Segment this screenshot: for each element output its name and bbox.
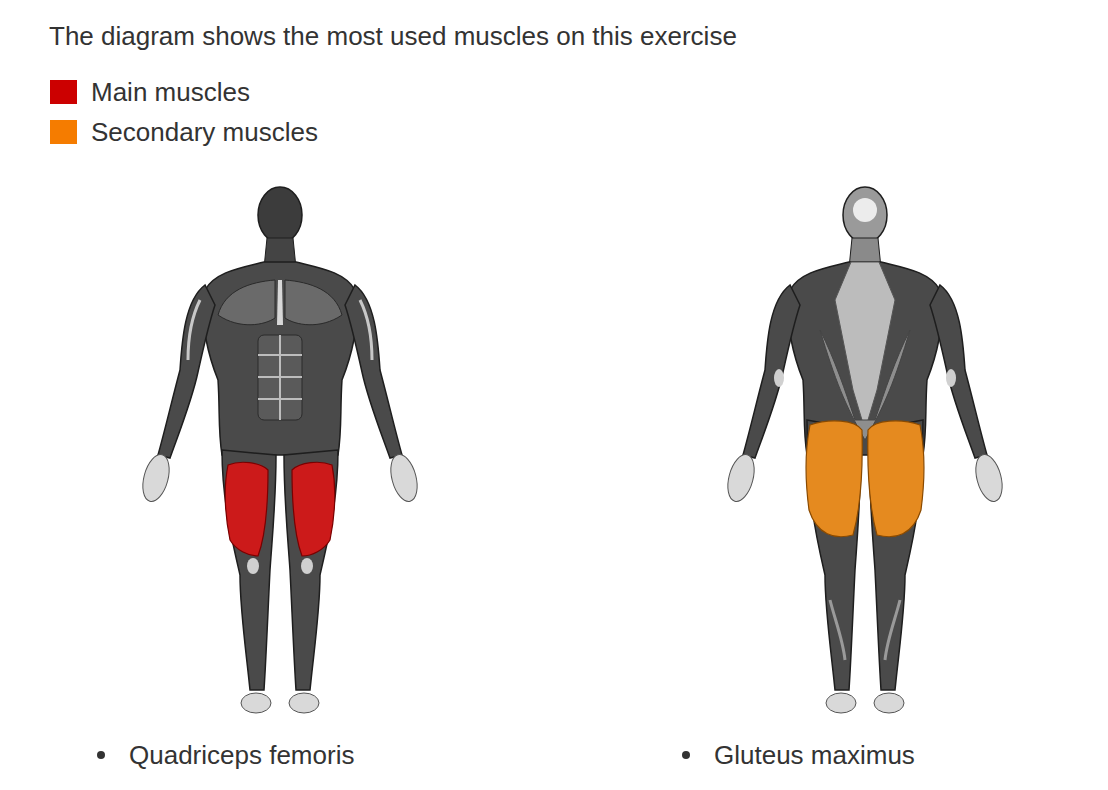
right-leg [284,450,338,713]
foot [289,693,319,713]
right-leg [868,420,924,713]
hand [386,452,422,505]
leg [222,450,276,690]
muscle-name: Gluteus maximus [714,738,915,772]
head-highlight [853,198,877,222]
muscle-name: Quadriceps femoris [129,738,354,772]
legend-swatch [50,120,77,144]
abdominal-muscle [258,335,302,420]
hand [971,452,1007,505]
arm [158,285,215,458]
gluteus-highlight [806,421,862,537]
left-arm [138,285,215,504]
torso [203,262,357,455]
legend-row: Main muscles [50,76,250,108]
right-arm [930,285,1007,504]
arm [345,285,402,458]
head [843,187,887,243]
left-leg [806,420,862,713]
calf-highlight [885,600,900,660]
sternum-highlight [277,280,283,325]
foot [826,693,856,713]
foot [241,693,271,713]
back-figure [723,187,1007,713]
list-bullet [682,751,690,759]
elbow [946,369,956,387]
arm-highlight [360,300,372,360]
kneecap [301,558,313,574]
arm [930,285,987,458]
legend-label: Secondary muscles [91,116,318,148]
legend-label: Main muscles [91,76,250,108]
gluteus-highlight [868,421,924,537]
leg [284,450,338,690]
left-arm [723,285,800,504]
page-title: The diagram shows the most used muscles … [49,18,737,54]
quadriceps-highlight [225,462,268,556]
hand [723,452,759,505]
legend-row: Secondary muscles [50,116,318,148]
left-leg [222,450,276,713]
elbow [774,369,784,387]
hand [138,452,174,505]
right-arm [345,285,422,504]
kneecap [247,558,259,574]
front-figure [138,187,422,713]
head [258,187,302,243]
chest-muscle [218,280,275,325]
arm-highlight [188,300,200,360]
quadriceps-highlight [292,462,335,556]
list-bullet [97,751,105,759]
legend-swatch [50,80,77,104]
foot [874,693,904,713]
calf-highlight [830,600,845,660]
chest-muscle [285,280,342,325]
back-muscle [835,262,895,430]
arm [743,285,800,458]
abdominal-lines [258,335,302,420]
